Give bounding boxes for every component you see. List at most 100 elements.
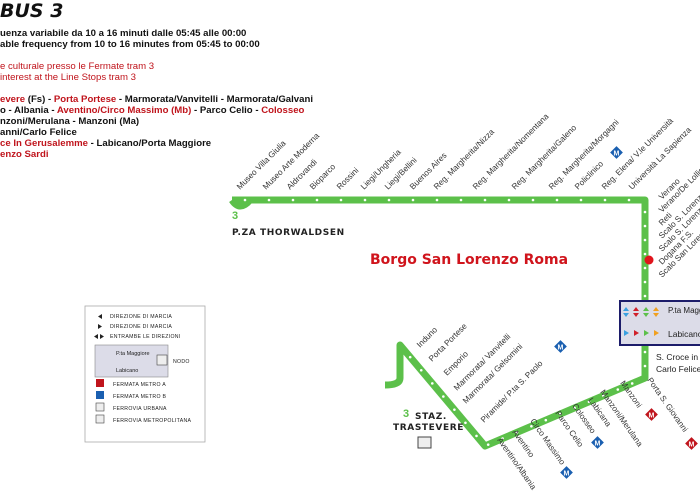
direction-arrow-icon <box>616 388 620 391</box>
stop-label: S. Croce in G <box>656 352 700 362</box>
stop-text: - Labicano/Porta Maggiore <box>88 138 212 149</box>
direction-arrow-icon <box>634 330 639 336</box>
highlight-stop: Aventino/Circo Massimo (Mb) <box>56 105 192 116</box>
stop-text: (Fs) - <box>25 94 54 105</box>
direction-arrow-icon <box>243 198 247 202</box>
direction-arrow-icon <box>602 394 605 397</box>
legend-label: FERROVIA METROPOLITANA <box>113 418 192 424</box>
route-info: BUS 3 uenza variabile da 10 a 16 minuti … <box>0 0 400 160</box>
direction-arrow-icon <box>654 330 659 336</box>
direction-arrow-icon <box>411 198 415 202</box>
terminus-loop <box>229 197 253 210</box>
metro-letter: M <box>558 345 564 352</box>
direction-arrow-icon <box>643 280 647 284</box>
stop-label: Aventino/Albania <box>495 436 538 492</box>
highlight-stop: Colosseo <box>261 105 305 116</box>
highlight-stop: Porta Portese <box>53 94 117 105</box>
train-icon <box>417 436 432 449</box>
direction-arrow-icon <box>408 355 412 359</box>
terminus-south: TRASTEVERE <box>393 423 464 433</box>
direction-arrow-icon <box>483 198 487 202</box>
stop-text: - Parco Celio - <box>191 105 262 116</box>
route-line: evere (Fs) - Porta Portese - Marmorata/V… <box>0 94 400 105</box>
metro-icon <box>96 391 104 399</box>
direction-arrow-icon <box>643 266 647 270</box>
direction-arrow-icon <box>315 198 319 202</box>
direction-arrow-icon <box>475 434 478 438</box>
direction-arrow-icon <box>643 294 647 298</box>
metro-letter: M <box>595 441 601 448</box>
direction-arrow-icon <box>653 307 659 317</box>
direction-arrow-icon <box>643 224 647 228</box>
direction-arrow-icon <box>387 198 391 202</box>
poi-note-it: e culturale presso le Fermate tram 3 <box>0 61 155 72</box>
legend-node-bottom: Labicano <box>116 368 138 374</box>
direction-arrow-icon <box>627 198 631 202</box>
direction-arrow-icon <box>339 198 343 202</box>
terminus-south: STAZ. <box>415 412 447 422</box>
arrow-both-icon <box>94 334 104 339</box>
metro-letter: M <box>564 471 570 478</box>
metro-icon <box>96 379 104 387</box>
highlight-location: Borgo San Lorenzo Roma <box>370 252 568 268</box>
direction-arrow-icon <box>291 198 295 202</box>
line-number: 3 <box>232 210 238 222</box>
frequency-en: able frequency from 10 to 16 minutes fro… <box>0 39 260 50</box>
direction-arrow-icon <box>267 198 271 202</box>
stop-label: Carlo Felice <box>656 364 700 374</box>
metro-letter: M <box>689 442 695 449</box>
terminus-north: P.ZA THORWALDSEN <box>232 228 345 238</box>
direction-arrow-icon <box>453 408 456 411</box>
direction-arrow-icon <box>431 382 434 385</box>
direction-arrow-icon <box>531 198 535 202</box>
direction-arrow-icon <box>633 307 639 317</box>
stop-text: anni/Carlo Felice <box>0 127 77 138</box>
stop-label: Porta S. Giovanni <box>645 376 689 434</box>
node-label-top: P.ta Maggiore <box>668 306 700 315</box>
highlight-stop: enzo Sardi <box>0 149 49 160</box>
page-title: BUS 3 <box>0 0 64 22</box>
direction-arrow-icon <box>643 307 649 317</box>
direction-arrow-icon <box>442 395 445 398</box>
direction-arrow-icon <box>486 443 490 446</box>
metro-icon: M <box>591 436 604 449</box>
stop-label: Rossini <box>335 166 360 191</box>
direction-arrow-icon <box>544 418 548 422</box>
direction-arrow-icon <box>623 307 629 317</box>
line-number: 3 <box>403 408 409 420</box>
legend-label: DIREZIONE DI MARCIA <box>110 324 172 330</box>
metro-icon: M <box>560 466 573 479</box>
stop-label: Reg. Margherita/Nomentana <box>471 112 551 192</box>
direction-arrow-icon <box>643 252 647 256</box>
legend-label: FERROVIA URBANA <box>113 406 167 412</box>
metro-icon: M <box>554 340 567 353</box>
direction-arrow-icon <box>643 350 647 354</box>
route-stop-list: evere (Fs) - Porta Portese - Marmorata/V… <box>0 94 400 160</box>
node-label-bottom: Labicano <box>668 329 700 339</box>
direction-arrow-icon <box>530 424 533 428</box>
direction-arrow-icon <box>464 421 467 425</box>
route-line: enzo Sardi <box>0 149 400 160</box>
direction-arrow-icon <box>515 431 519 434</box>
bus-line-3 <box>232 196 649 450</box>
stop-text: - Marmorata/Vanvitelli - Marmorata/Galva… <box>116 94 313 105</box>
stop-label: Piramide/ P.ta S. Paolo <box>479 359 545 425</box>
train-icon <box>95 414 105 424</box>
legend-node-swatch <box>94 344 169 378</box>
direction-arrow-icon <box>555 198 559 202</box>
legend-node-top: P.ta Maggiore <box>116 351 150 357</box>
metro-icon: M <box>610 146 623 159</box>
direction-arrow-icon <box>643 210 647 214</box>
legend-label: ENTRAMBE LE DIREZIONI <box>110 334 181 340</box>
direction-arrow-icon <box>603 198 607 202</box>
legend-label: FERMATA METRO A <box>113 382 166 388</box>
legend-label: DIREZIONE DI MARCIA <box>110 314 172 320</box>
direction-arrow-icon <box>573 406 576 410</box>
route-line: nzoni/Merulana - Manzoni (Ma) <box>0 116 400 127</box>
frequency-it: uenza variabile da 10 a 16 minuti dalle … <box>0 28 247 39</box>
location-marker-icon[interactable] <box>644 255 654 265</box>
arrow-right-icon <box>98 324 102 329</box>
stop-text: nzoni/Merulana - Manzoni (Ma) <box>0 116 140 127</box>
route-line: ce In Gerusalemme - Labicano/Porta Maggi… <box>0 138 400 149</box>
